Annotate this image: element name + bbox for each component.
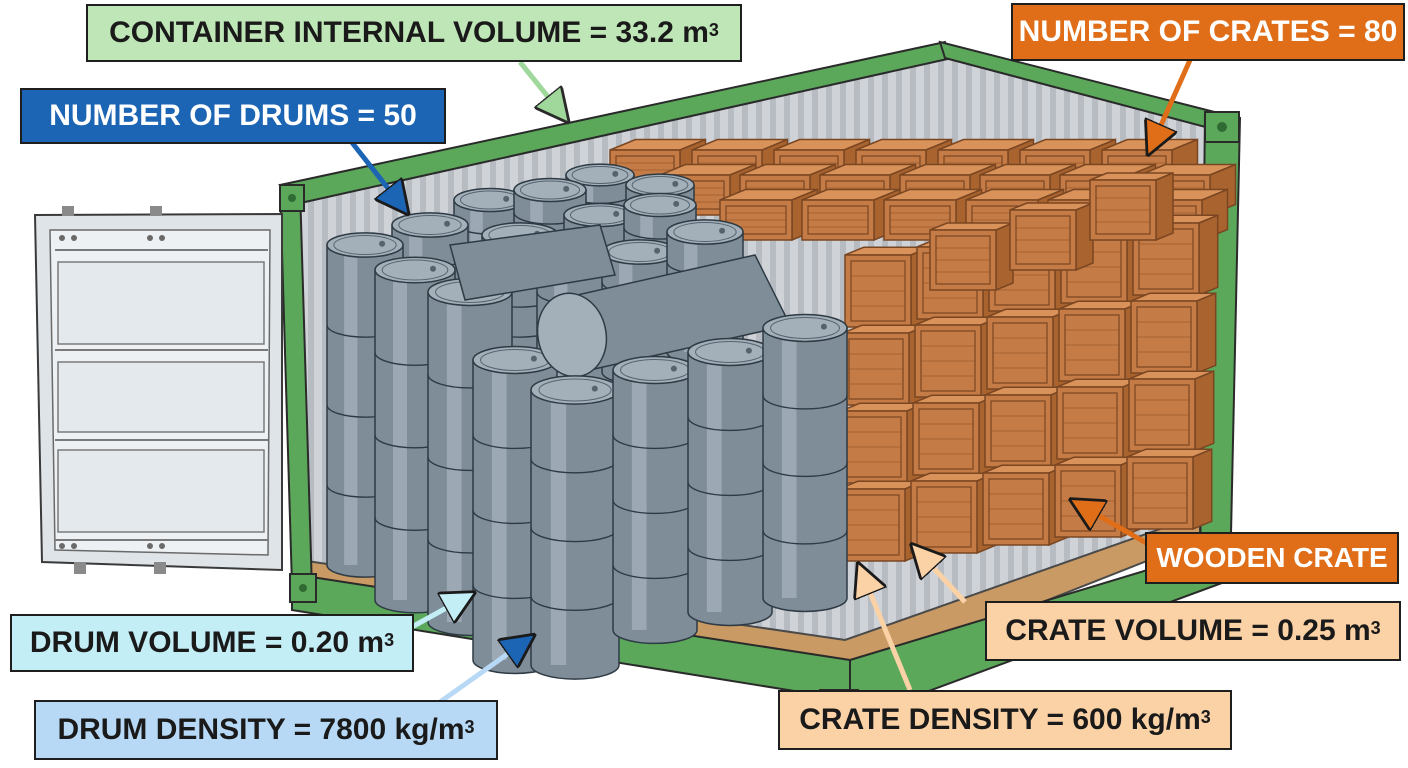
- steel-drum-icon: [530, 375, 620, 680]
- wooden-crate-icon: [1126, 448, 1213, 531]
- lying-drum-icon: [449, 224, 792, 378]
- leader-arrows: [348, 58, 1193, 705]
- drum-stack: [326, 163, 848, 680]
- crate-stack: [609, 138, 1237, 563]
- wooden-crate-label: WOODEN CRATE: [1145, 532, 1399, 584]
- steel-drum-icon: [687, 337, 773, 627]
- wooden-crate-icon: [1089, 171, 1174, 242]
- wooden-crate-icon: [1130, 292, 1217, 375]
- number-of-drums-label: NUMBER OF DRUMS = 50: [20, 88, 446, 144]
- wooden-crate-icon: [883, 188, 983, 242]
- wooden-crate-icon: [1009, 201, 1094, 272]
- container-door: [33, 206, 283, 574]
- wooden-crate-icon: [986, 308, 1073, 391]
- wooden-crate-icon: [1128, 370, 1215, 453]
- steel-drum-icon: [762, 313, 848, 613]
- wooden-crate-icon: [719, 188, 819, 242]
- number-of-crates-label: NUMBER OF CRATES = 80: [1011, 3, 1405, 61]
- steel-drum-icon: [612, 355, 698, 645]
- wooden-crate-icon: [929, 221, 1014, 292]
